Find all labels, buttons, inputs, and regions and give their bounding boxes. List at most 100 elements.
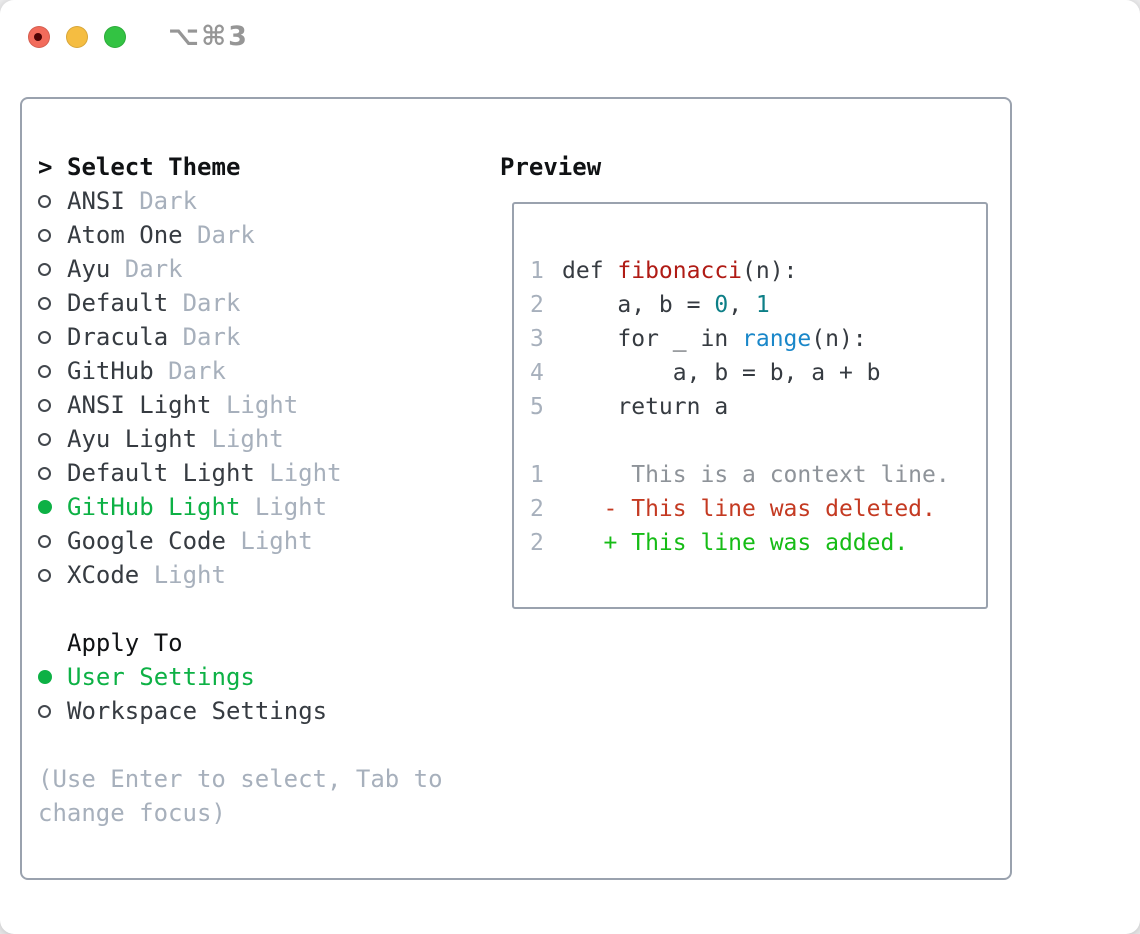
radio-icon bbox=[38, 330, 51, 344]
code-token: a, b = bbox=[562, 292, 715, 318]
radio-icon bbox=[38, 262, 51, 276]
apply-option[interactable]: Workspace Settings bbox=[38, 694, 327, 728]
code-token: range bbox=[742, 326, 812, 352]
theme-list-header: > Select Theme bbox=[38, 150, 342, 184]
radio-icon bbox=[38, 194, 51, 208]
theme-name: GitHub bbox=[67, 357, 154, 385]
theme-item[interactable]: Dracula Dark bbox=[38, 320, 342, 354]
zoom-button[interactable] bbox=[104, 26, 126, 48]
code-line: 4 a, b = b, a + b bbox=[530, 356, 986, 390]
theme-variant: Dark bbox=[197, 221, 255, 249]
apply-to-header: Apply To bbox=[38, 626, 327, 660]
close-button[interactable] bbox=[28, 26, 50, 48]
theme-name: GitHub Light bbox=[67, 493, 241, 521]
theme-item[interactable]: ANSI Dark bbox=[38, 184, 342, 218]
theme-name: ANSI bbox=[67, 187, 125, 215]
theme-variant: Dark bbox=[139, 187, 198, 215]
line-number: 5 bbox=[530, 394, 544, 420]
theme-name: Dracula bbox=[67, 323, 169, 351]
prompt-icon: > bbox=[38, 153, 53, 181]
code-line: 3 for _ in range(n): bbox=[530, 322, 986, 356]
diff-line: 2 - This line was deleted. bbox=[530, 492, 986, 526]
code-token: return a bbox=[562, 394, 729, 420]
window-title: ⌥⌘3 bbox=[168, 21, 249, 52]
radio-selected-icon bbox=[38, 670, 52, 684]
radio-icon bbox=[38, 704, 51, 718]
code-token: def bbox=[562, 258, 618, 284]
theme-item[interactable]: Default Light Light bbox=[38, 456, 342, 490]
theme-name: Default Light bbox=[67, 459, 255, 487]
radio-icon bbox=[38, 398, 51, 412]
radio-selected-icon bbox=[38, 500, 52, 514]
close-dot-icon bbox=[34, 33, 42, 41]
theme-item[interactable]: Ayu Light Light bbox=[38, 422, 342, 456]
theme-name: Ayu bbox=[67, 255, 111, 283]
line-number: 2 bbox=[530, 292, 544, 318]
theme-item[interactable]: Ayu Dark bbox=[38, 252, 342, 286]
theme-item[interactable]: Google Code Light bbox=[38, 524, 342, 558]
blank-line bbox=[530, 424, 986, 458]
line-number: 2 bbox=[530, 496, 544, 522]
theme-variant: Light bbox=[153, 561, 226, 589]
diff-line: 2 + This line was added. bbox=[530, 526, 986, 560]
theme-variant: Light bbox=[254, 493, 328, 521]
theme-name: Atom One bbox=[67, 221, 183, 249]
line-number: 2 bbox=[530, 530, 544, 556]
radio-icon bbox=[38, 432, 51, 446]
theme-name: ANSI Light bbox=[67, 391, 212, 419]
code-token: for _ in bbox=[562, 326, 743, 352]
theme-variant: Dark bbox=[124, 255, 183, 283]
code-token: + This line was added. bbox=[562, 530, 909, 556]
radio-icon bbox=[38, 466, 51, 480]
radio-icon bbox=[38, 364, 51, 378]
code-line: 2 a, b = 0, 1 bbox=[530, 288, 986, 322]
code-token: (n): bbox=[742, 258, 798, 284]
code-token: a, b = b, a + b bbox=[562, 360, 881, 386]
theme-variant: Dark bbox=[182, 323, 241, 351]
theme-variant: Light bbox=[211, 425, 284, 453]
apply-option-label: Workspace Settings bbox=[67, 697, 328, 725]
theme-name: Ayu Light bbox=[67, 425, 198, 453]
theme-item[interactable]: XCode Light bbox=[38, 558, 342, 592]
line-number: 3 bbox=[530, 326, 544, 352]
code-token: fibonacci bbox=[617, 258, 743, 284]
theme-variant: Dark bbox=[182, 289, 241, 317]
code-token: , bbox=[728, 292, 756, 318]
theme-name: Google Code bbox=[67, 527, 226, 555]
theme-item[interactable]: GitHub Light Light bbox=[38, 490, 342, 524]
theme-variant: Light bbox=[225, 391, 299, 419]
preview-title: Preview bbox=[500, 153, 602, 181]
hint-line-1: (Use Enter to select, Tab to bbox=[38, 765, 443, 793]
minimize-button[interactable] bbox=[66, 26, 88, 48]
hint-line-2: change focus) bbox=[38, 799, 226, 827]
theme-variant: Dark bbox=[168, 357, 226, 385]
theme-list-title: Select Theme bbox=[67, 153, 241, 181]
apply-to-title: Apply To bbox=[67, 629, 183, 657]
code-token: 1 bbox=[755, 292, 770, 318]
theme-item[interactable]: ANSI Light Light bbox=[38, 388, 342, 422]
code-token: 0 bbox=[714, 292, 729, 318]
titlebar: ⌥⌘3 bbox=[0, 0, 1140, 72]
line-number: 4 bbox=[530, 360, 544, 386]
radio-icon bbox=[38, 534, 51, 548]
apply-option[interactable]: User Settings bbox=[38, 660, 327, 694]
code-line: 5 return a bbox=[530, 390, 986, 424]
theme-item[interactable]: GitHub Dark bbox=[38, 354, 342, 388]
radio-icon bbox=[38, 296, 51, 310]
code-token: (n): bbox=[811, 326, 867, 352]
apply-option-label: User Settings bbox=[67, 663, 255, 691]
line-number: 1 bbox=[530, 462, 544, 488]
theme-variant: Light bbox=[240, 527, 313, 555]
theme-variant: Light bbox=[269, 459, 342, 487]
code-token: - This line was deleted. bbox=[562, 496, 936, 522]
theme-item[interactable]: Atom One Dark bbox=[38, 218, 342, 252]
radio-icon bbox=[38, 568, 51, 582]
theme-name: XCode bbox=[67, 561, 140, 589]
